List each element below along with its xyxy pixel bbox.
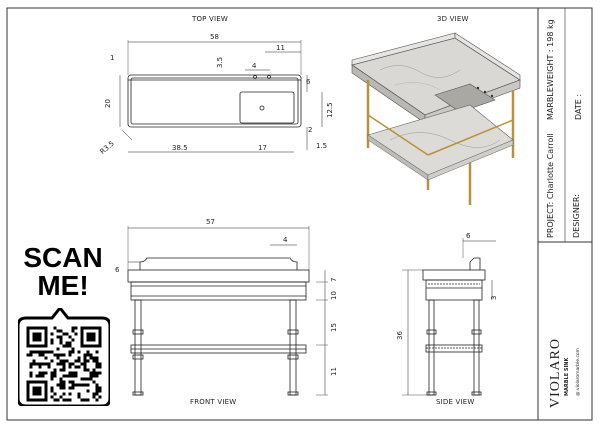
scan-line-1: SCAN	[23, 242, 103, 273]
iso-view-label: 3D VIEW	[437, 15, 469, 23]
top-dim-depth: 20	[104, 99, 112, 108]
side-view-drawing	[402, 238, 496, 396]
top-view-label: TOP VIEW	[192, 15, 229, 23]
top-dim-tap2: 4	[252, 62, 257, 70]
top-dim-tap: 3.5	[216, 57, 224, 68]
marble-weight-label: MARBLEWEIGHT : 198 kg	[546, 19, 555, 120]
side-dim-right: 3	[490, 296, 498, 300]
top-dim-right-h: 12.5	[326, 102, 334, 118]
top-dim-sink: 17	[258, 144, 267, 152]
front-dim-backsplash: 4	[283, 236, 288, 244]
project-label: PROJECT: Charlotte Carroll	[546, 133, 555, 238]
front-view-drawing	[127, 226, 328, 396]
side-view-label: SIDE VIEW	[436, 398, 475, 406]
brand-sub: MARBLE SINK	[564, 357, 570, 396]
front-dim-d2: 10	[330, 291, 338, 300]
top-dim-r1: 6	[306, 78, 311, 86]
top-dim-right: 11	[276, 44, 285, 52]
top-dim-overall: 58	[210, 33, 219, 41]
brand-contact: @ violaromarble.com	[576, 347, 581, 396]
front-dim-overall: 57	[206, 218, 215, 226]
top-dim-left-len: 38.5	[172, 144, 188, 152]
brand-logo: VIOLARO MARBLE SINK @ violaromarble.com	[546, 296, 582, 410]
top-dim-r3: 1.5	[316, 142, 327, 150]
top-view-drawing	[119, 40, 323, 153]
top-dim-r2: 2	[308, 126, 312, 134]
designer-label: DESIGNER:	[572, 194, 581, 238]
front-view-label: FRONT VIEW	[190, 398, 237, 406]
qr-code-icon[interactable]	[18, 308, 110, 406]
date-label: DATE :	[574, 93, 583, 120]
brand-name: VIOLARO	[548, 338, 563, 408]
scan-line-2: ME!	[37, 270, 89, 301]
front-dim-d1: 7	[330, 278, 338, 282]
side-dim-top: 6	[466, 232, 471, 240]
scan-me-title: SCAN ME!	[14, 244, 112, 300]
side-dim-height: 36	[396, 331, 404, 340]
top-dim-edge: 1	[110, 54, 114, 62]
front-dim-left: 6	[115, 266, 120, 274]
front-dim-d3: 15	[330, 323, 338, 332]
top-dim-radius: R3.5	[98, 140, 115, 156]
front-dim-d4: 11	[330, 367, 338, 376]
iso-view-drawing	[351, 32, 521, 205]
qr-scan-panel: SCAN ME!	[14, 240, 112, 410]
